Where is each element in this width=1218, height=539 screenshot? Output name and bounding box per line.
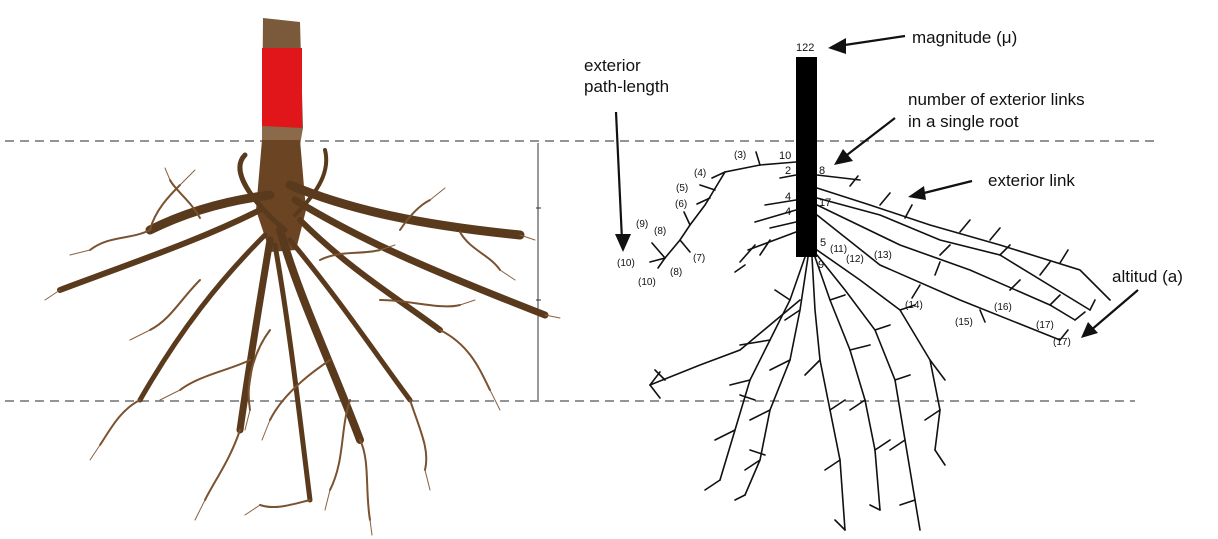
path-length-number: (13) <box>874 250 892 261</box>
altitude-arrow <box>1090 290 1138 331</box>
stem-number: 2 <box>785 165 791 177</box>
num-links-arrow <box>843 118 895 158</box>
num-links-label-2: in a single root <box>908 112 1019 131</box>
root-schematic <box>615 36 1138 530</box>
stem-number: 10 <box>779 150 791 162</box>
path-length-number: (9) <box>636 219 648 230</box>
stem-number: 17 <box>819 197 831 209</box>
magnitude-arrow <box>838 36 905 46</box>
exterior-path-length-label-2: path-length <box>584 77 669 96</box>
stem-number: 8 <box>819 165 825 177</box>
exterior-link-arrow <box>920 181 972 194</box>
path-length-number: (14) <box>905 300 923 311</box>
path-length-number: (8) <box>654 226 666 237</box>
path-length-number: (17) <box>1053 337 1071 348</box>
magnitude-value: 122 <box>796 42 814 54</box>
path-length-number: (17) <box>1036 320 1054 331</box>
path-length-number: (12) <box>846 254 864 265</box>
path-length-number: (4) <box>694 168 706 179</box>
path-length-number: (3) <box>734 150 746 161</box>
path-length-number: (10) <box>617 258 635 269</box>
path-length-number: (5) <box>676 183 688 194</box>
altitude-label: altitud (a) <box>1112 267 1183 286</box>
path-length-number: (10) <box>638 277 656 288</box>
stem-number: 4 <box>785 191 791 203</box>
root-photo <box>45 18 560 535</box>
path-length-number: (7) <box>693 253 705 264</box>
exterior-link-label: exterior link <box>988 171 1075 190</box>
path-length-arrow <box>616 112 622 240</box>
magnitude-label: magnitude (μ) <box>912 28 1017 47</box>
stem-number: 9 <box>818 259 824 271</box>
exterior-path-length-label-1: exterior <box>584 56 641 75</box>
red-marker-band <box>262 48 302 128</box>
path-length-number: (16) <box>994 302 1012 313</box>
stem-number: 5 <box>820 237 826 249</box>
schematic-stem <box>796 57 817 257</box>
path-length-number: (8) <box>670 267 682 278</box>
num-links-label-1: number of exterior links <box>908 90 1085 109</box>
stem-number: 4 <box>785 206 791 218</box>
scale-bar <box>536 143 541 400</box>
path-length-number: (6) <box>675 199 687 210</box>
path-length-number: (11) <box>830 244 847 255</box>
path-length-number: (15) <box>955 317 973 328</box>
